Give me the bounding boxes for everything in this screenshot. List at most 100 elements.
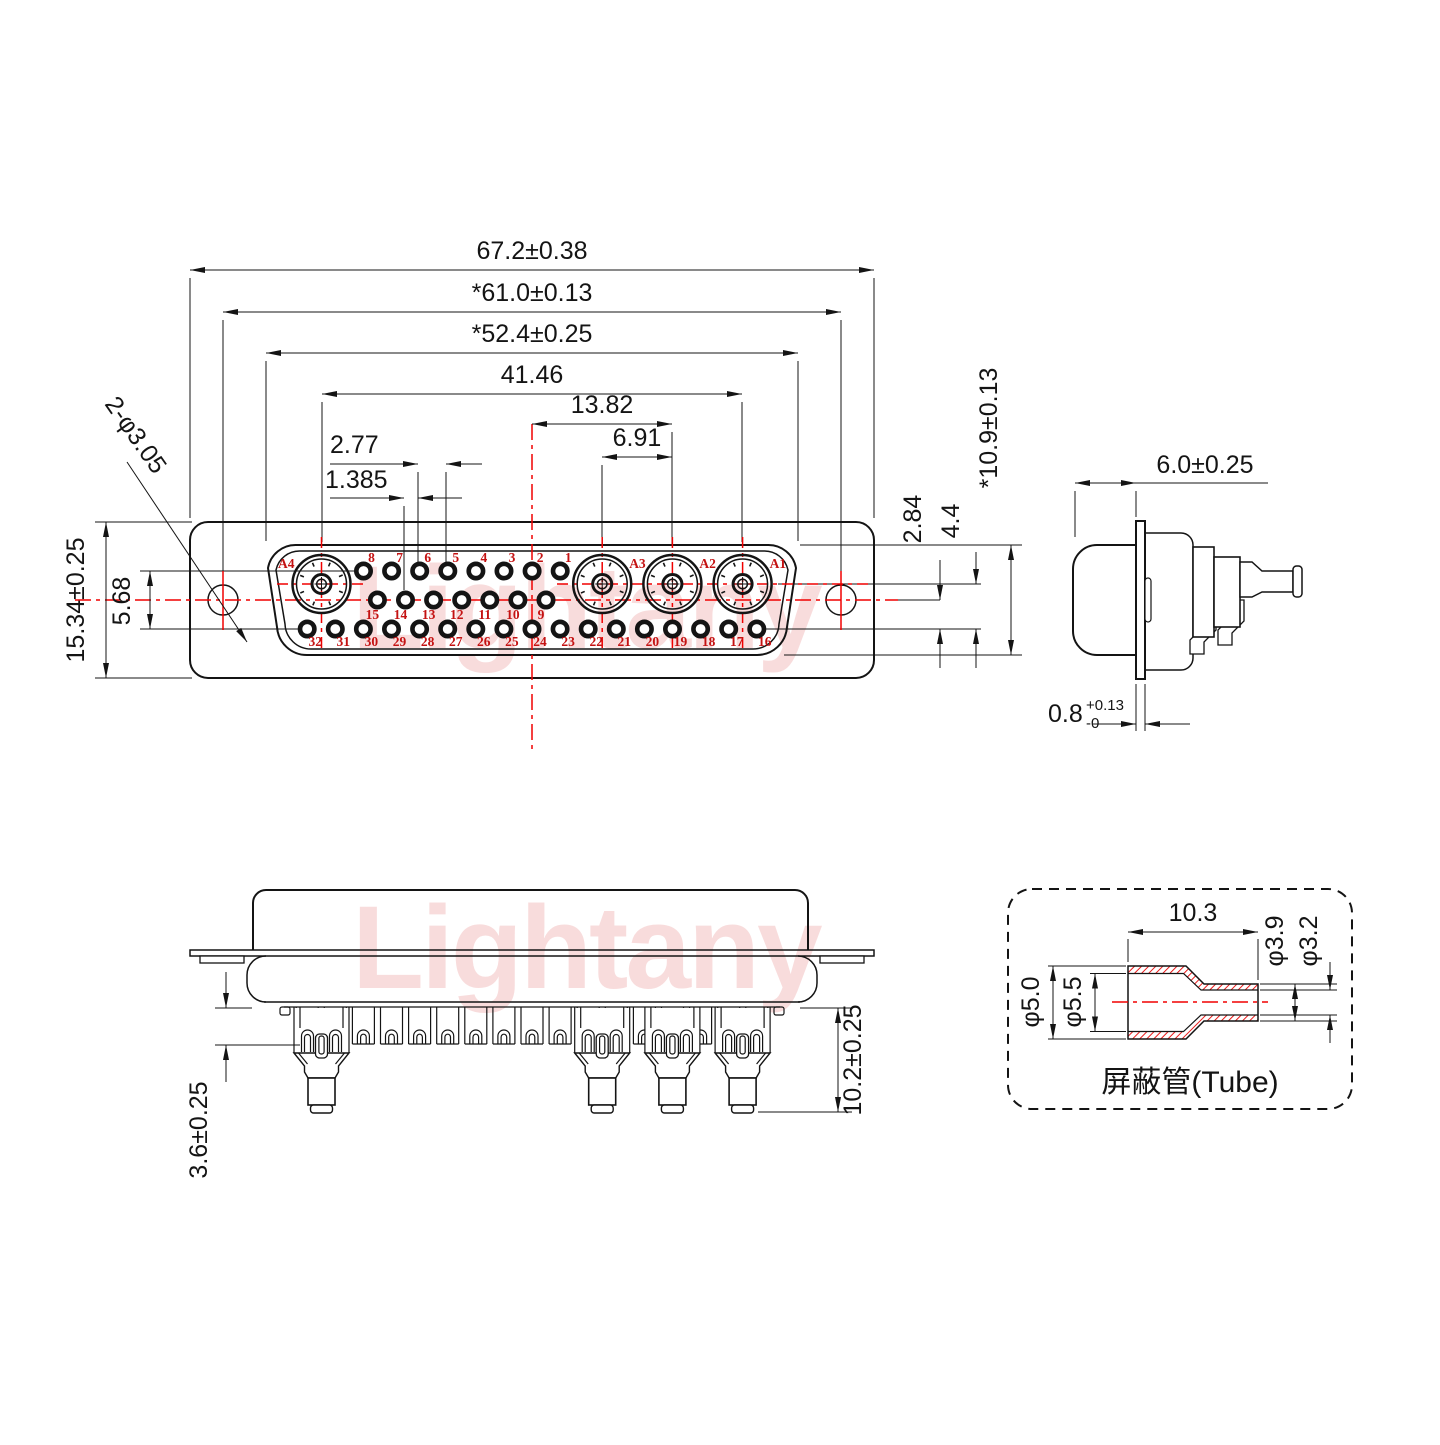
tail-barrel [728, 1077, 757, 1106]
pin-contact [508, 590, 528, 610]
coax-spring-tick [299, 574, 305, 578]
tube-detail-view: 10.3 φ5.0 φ5.5 φ3.9 φ3.2 屏蔽管(Tube) [1007, 888, 1353, 1110]
pin-contact [395, 590, 415, 610]
dim-flange-tol-lower: -0 [1086, 715, 1099, 732]
cup-arch-outer [356, 1029, 370, 1044]
bottom-shell [252, 889, 809, 950]
pin-contact [381, 619, 401, 639]
dim-overall-width: 67.2±0.38 [476, 237, 587, 265]
housing-left-edge [246, 955, 267, 1003]
pin-label: 4 [481, 550, 488, 565]
dim-shell-height: *10.9±0.13 [975, 368, 1003, 489]
bottom-side-view: 3.6±0.25 10.2±0.25 [185, 889, 875, 1179]
flange-foot-right [819, 955, 865, 964]
coax-spring-tick [338, 574, 343, 578]
side-pin-cap [1292, 565, 1303, 598]
pin-label: 29 [393, 634, 407, 649]
dim-tail-length: 10.2±0.25 [839, 1004, 867, 1115]
bottom-flange-plate [189, 949, 875, 957]
dim-row-stagger: 1.385 [325, 466, 388, 494]
pin-contact [691, 619, 711, 639]
pin-label: 21 [618, 634, 632, 649]
coax-spring-tick [732, 562, 736, 567]
tail-center-slot-inner [739, 1035, 746, 1055]
pin-label: 7 [396, 550, 403, 565]
dim-mid-to-bottom-row: 2.84 [899, 495, 927, 544]
side-flange-rib [1144, 577, 1152, 623]
pin-label: 14 [394, 607, 408, 622]
tail-chamfer [615, 1052, 626, 1065]
pin-label: 22 [589, 634, 603, 649]
tube-inner-top [1128, 972, 1258, 991]
dim-body-inner-dia: φ5.5 [1059, 977, 1087, 1028]
dim-mounting-width: *61.0±0.13 [472, 279, 593, 307]
coax-spring-tick [663, 601, 667, 606]
tail-chamfer [578, 1052, 589, 1065]
tail-arch-outer [679, 1029, 693, 1052]
housing-tab-left [279, 1006, 291, 1016]
coax-spring-tick [759, 590, 765, 594]
pin-contact [438, 561, 458, 581]
pin-label: 28 [421, 634, 435, 649]
dim-neck-length: 10.3 [1169, 899, 1218, 927]
pin-label: 31 [337, 634, 351, 649]
pin-contact [536, 590, 556, 610]
pin-contact [634, 619, 654, 639]
pin-contact [410, 619, 430, 639]
tube-hatch [1184, 966, 1204, 990]
tail-arch-inner [584, 1033, 592, 1052]
pin-label: 25 [505, 634, 519, 649]
coax-spring-tick [650, 590, 656, 594]
pin-contact [297, 619, 317, 639]
tail-barrel-cap [730, 1104, 755, 1114]
cup-arch-outer [525, 1029, 539, 1044]
pin-label: 23 [561, 634, 575, 649]
dim-mounting-holes: 2-φ3.05 [99, 391, 172, 478]
pin-contact [410, 561, 430, 581]
housing-tab-right [773, 1006, 785, 1016]
coax-spring-tick [608, 601, 612, 606]
pin-contact [480, 590, 500, 610]
pin-contact [550, 619, 570, 639]
coax-spring-tick [311, 562, 315, 567]
coax-label: A1 [770, 556, 787, 571]
pin-contact [494, 561, 514, 581]
side-flange [1135, 520, 1146, 680]
coax-spring-tick [749, 601, 753, 606]
tail-arch-outer [651, 1029, 665, 1052]
coax-label: A4 [278, 556, 295, 571]
pin-label: 20 [646, 634, 660, 649]
coax-spring-tick [338, 590, 344, 594]
dim-cup-depth: 3.6±0.25 [185, 1081, 213, 1178]
shell-inner [275, 550, 789, 650]
coax-spring-tick [619, 574, 624, 578]
dim-coax-span: 41.46 [501, 361, 564, 389]
tail-barrel-cap [590, 1104, 614, 1114]
tail-arch-outer [328, 1029, 343, 1052]
tube-outline [1127, 965, 1259, 1040]
coax-spring-tick [689, 590, 695, 594]
pin-label: 11 [478, 607, 491, 622]
dim-flange-height: 15.34±0.25 [62, 538, 90, 663]
pin-label: 1 [565, 550, 572, 565]
side-step-2 [1213, 556, 1241, 628]
cup-arch-inner [528, 1033, 536, 1044]
pin-contact [438, 619, 458, 639]
tail-arch-inner [682, 1033, 690, 1052]
pin-label: 16 [758, 634, 772, 649]
side-shell [1072, 544, 1136, 656]
pin-contact [353, 619, 373, 639]
coax-spring-tick [580, 590, 586, 594]
front-dimension-lines [103, 267, 1014, 678]
dim-shell-width: *52.4±0.25 [472, 320, 593, 348]
coax-ring [731, 573, 754, 595]
pin-label: 32 [308, 634, 322, 649]
dim-coax-center-offset: 13.82 [571, 391, 634, 419]
coax-spring-tick [689, 574, 694, 578]
cup-arch-inner [416, 1033, 423, 1044]
tail-barrel [587, 1077, 617, 1106]
side-rear-block [1145, 532, 1194, 671]
dim-neck-outer-dia: φ3.9 [1261, 916, 1289, 967]
